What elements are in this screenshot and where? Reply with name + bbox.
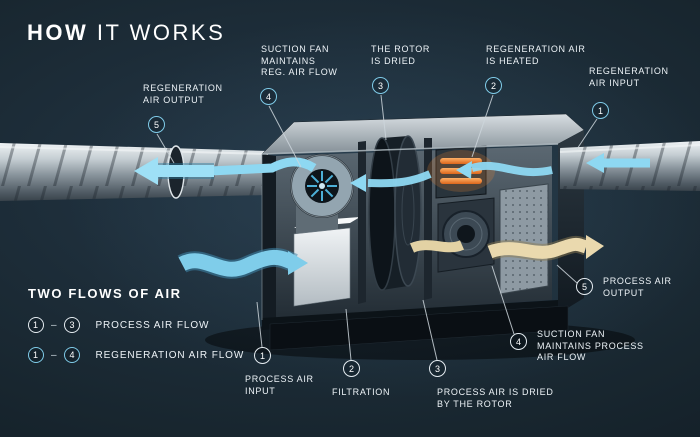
callout-process-air-input-label: PROCESS AIR INPUT [245, 374, 314, 396]
step-circle-process-1: 1 [254, 347, 271, 364]
legend-process-dash: – [51, 319, 58, 331]
callout-process-air-output-label: PROCESS AIR OUTPUT [603, 276, 672, 298]
legend-process-to-circle: 3 [64, 317, 81, 333]
page-title: HOW IT WORKS [27, 20, 225, 46]
perforated-panel [499, 183, 549, 295]
process-air-dried-arrow [409, 240, 464, 253]
legend-process-label: PROCESS AIR FLOW [95, 319, 210, 331]
step-circle-process-3: 3 [429, 360, 446, 377]
callout-filtration-label: FILTRATION [332, 387, 391, 397]
process-air-input-arrow [177, 247, 308, 279]
callout-rotor-is-dried-label: THE ROTOR IS DRIED [371, 44, 431, 66]
callout-suction-fan-reg-label: SUCTION FAN MAINTAINS REG. AIR FLOW [261, 44, 338, 77]
step-circle-regeneration-4: 4 [260, 88, 277, 105]
front-left-edge [262, 154, 276, 320]
step-circle-regeneration-2: 2 [485, 77, 502, 94]
legend-process-from-circle: 1 [28, 317, 44, 333]
callout-process-air-dried-label: PROCESS AIR IS DRIED BY THE ROTOR [437, 387, 554, 409]
legend-title: TWO FLOWS OF AIR [28, 286, 182, 301]
regeneration-air-arrows [134, 153, 650, 192]
legend-regeneration-to-circle: 4 [64, 347, 81, 363]
legend-regeneration-from-circle: 1 [28, 347, 44, 363]
legend-regeneration-label: REGENERATION AIR FLOW [95, 349, 245, 361]
title-word-it-works: IT WORKS [88, 20, 226, 45]
callout-regeneration-air-output-label: REGENERATION AIR OUTPUT [143, 83, 223, 105]
base-plinth [269, 305, 569, 351]
title-word-how: HOW [27, 20, 89, 45]
callout-suction-fan-process-label: SUCTION FAN MAINTAINS PROCESS AIR FLOW [537, 329, 644, 362]
step-circle-process-2: 2 [343, 360, 360, 377]
process-suction-fan [437, 197, 495, 273]
callout-regeneration-air-input-label: REGENERATION AIR INPUT [589, 66, 669, 88]
desiccant-rotor [368, 135, 422, 291]
step-circle-regeneration-1: 1 [592, 102, 609, 119]
divider-left [358, 141, 366, 304]
left-duct [0, 143, 269, 201]
callout-regeneration-air-heated-label: REGENERATION AIR IS HEATED [486, 44, 586, 66]
process-air-output-arrow [486, 235, 604, 261]
legend-regeneration-flow-row: 1 – 4 REGENERATION AIR FLOW [28, 347, 244, 363]
regeneration-suction-fan [290, 154, 354, 218]
legend-process-flow-row: 1 – 3 PROCESS AIR FLOW [28, 317, 209, 333]
step-circle-regeneration-3: 3 [372, 77, 389, 94]
legend-regeneration-dash: – [51, 349, 58, 361]
callout-connector-lines [156, 94, 598, 361]
step-circle-process-5: 5 [576, 278, 593, 295]
step-circle-process-4: 4 [510, 333, 527, 350]
step-circle-regeneration-5: 5 [148, 116, 165, 133]
